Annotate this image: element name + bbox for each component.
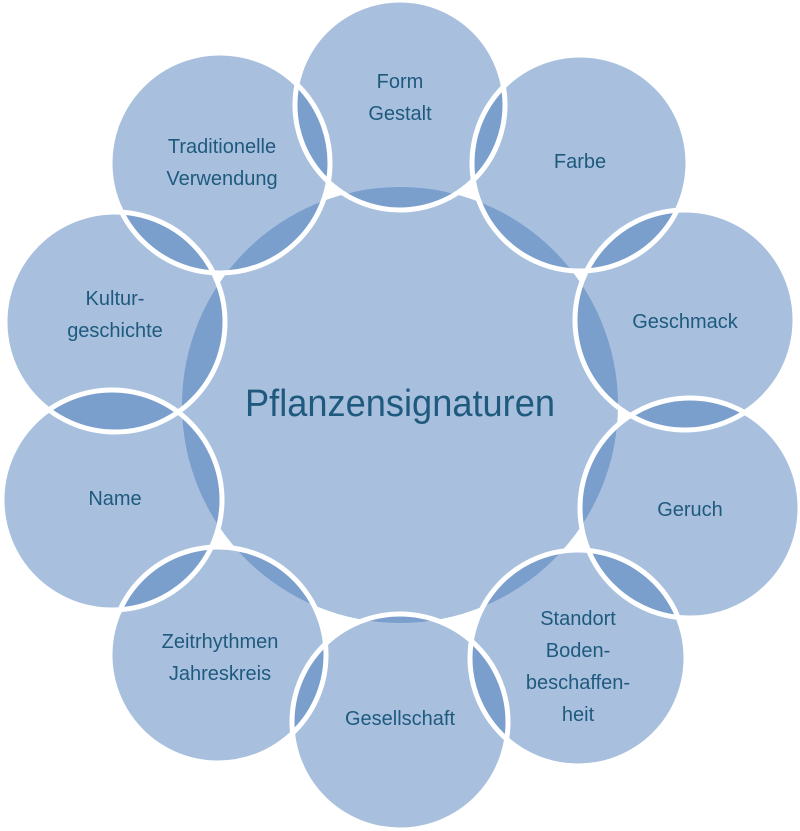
node-label-line: beschaffen- bbox=[526, 672, 630, 694]
node-label-line: Kultur- bbox=[86, 288, 145, 310]
node-label-line: Farbe bbox=[554, 151, 606, 173]
node-circle-outline bbox=[107, 50, 333, 276]
node-label-line: Standort bbox=[540, 608, 616, 630]
node-label-line: Traditionelle bbox=[168, 136, 276, 158]
node-label: Geruch bbox=[657, 499, 723, 521]
center-title: Pflanzensignaturen bbox=[245, 383, 555, 425]
node-circle bbox=[110, 53, 330, 273]
center-circle bbox=[182, 187, 618, 623]
node-circle-outline bbox=[292, 0, 508, 213]
node-label: Geschmack bbox=[632, 311, 739, 333]
node-circle-outline bbox=[107, 544, 329, 766]
node-circle bbox=[575, 210, 795, 430]
node-circle bbox=[472, 55, 688, 271]
node-label-line: Geschmack bbox=[632, 311, 739, 333]
node-circle bbox=[2, 390, 222, 610]
node-circle bbox=[292, 614, 508, 830]
node-label: Gesellschaft bbox=[345, 708, 455, 730]
node-label-line: Form bbox=[377, 71, 424, 93]
node-label-line: Geruch bbox=[657, 499, 723, 521]
node-circle bbox=[580, 398, 800, 618]
node-label-line: Zeitrhythmen bbox=[162, 631, 279, 653]
node-circle-outline bbox=[577, 395, 800, 621]
node-label-line: Gesellschaft bbox=[345, 708, 455, 730]
node-label: Name bbox=[88, 488, 141, 510]
node-label: Farbe bbox=[554, 151, 606, 173]
node-label-line: Jahreskreis bbox=[169, 663, 271, 685]
node-label: Kultur-geschichte bbox=[67, 288, 163, 342]
node-label-line: Boden- bbox=[546, 640, 611, 662]
node-circle-outline bbox=[469, 52, 691, 274]
node-circle-outline bbox=[289, 611, 511, 831]
node-circle-outline bbox=[2, 209, 228, 435]
node-label-line: Verwendung bbox=[166, 168, 277, 190]
node-label-line: geschichte bbox=[67, 320, 163, 342]
node-circle-outline bbox=[572, 207, 798, 433]
node-circle bbox=[110, 547, 326, 763]
node-label-line: heit bbox=[562, 704, 595, 726]
node-circle bbox=[5, 212, 225, 432]
node-label-line: Gestalt bbox=[368, 103, 432, 125]
node-circle-outline bbox=[467, 547, 689, 769]
node-label-line: Name bbox=[88, 488, 141, 510]
node-circle bbox=[295, 0, 505, 210]
node-circle-outline bbox=[0, 387, 225, 613]
